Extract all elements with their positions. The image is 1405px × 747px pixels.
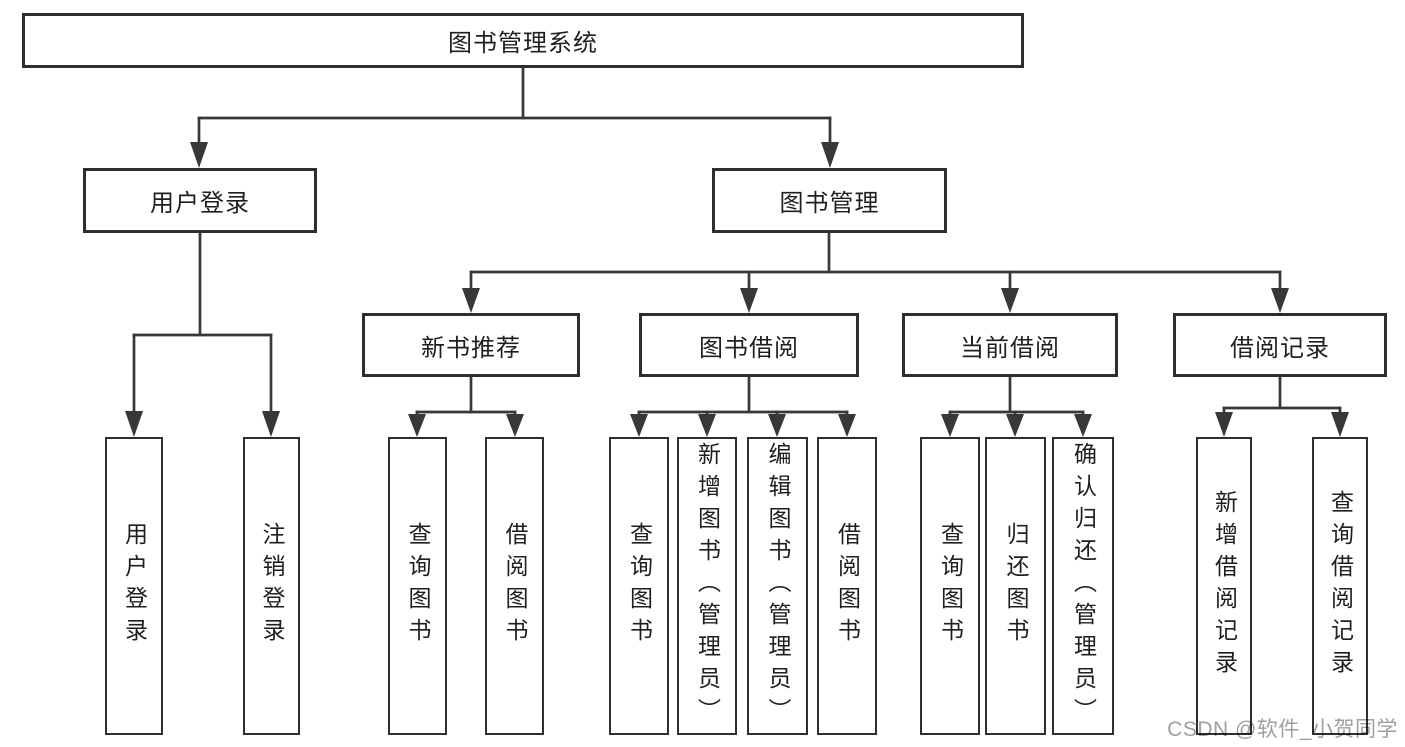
node-leaf-confirm-return-admin: 确认归还（管理员） — [1052, 437, 1114, 735]
arrowhead — [941, 414, 959, 437]
node-label: 新增借阅记录 — [1211, 490, 1238, 682]
node-leaf-logout: 注销登录 — [243, 437, 300, 735]
connector-new-book-rec-children — [408, 375, 524, 437]
arrowhead — [1271, 288, 1289, 313]
node-label: 图书管理 — [779, 190, 880, 217]
arrowhead — [821, 142, 839, 168]
connector-current-borrow-children — [941, 375, 1092, 437]
node-new-book-recommend: 新书推荐 — [362, 313, 580, 377]
node-label: 借阅图书 — [834, 522, 861, 650]
node-label: 确认归还（管理员） — [1070, 442, 1097, 730]
node-leaf-user-login: 用户登录 — [105, 437, 163, 735]
node-user-login: 用户登录 — [83, 168, 317, 233]
node-book-borrow: 图书借阅 — [639, 313, 859, 377]
connector-user-login-children — [125, 231, 280, 437]
node-label: 查询图书 — [937, 522, 964, 650]
node-leaf-borrow-books-recommend: 借阅图书 — [485, 437, 544, 735]
node-label: 新书推荐 — [421, 334, 521, 362]
node-label: 归还图书 — [1003, 522, 1029, 650]
node-label: 注销登录 — [259, 522, 285, 650]
connector-book-mgmt-children — [462, 231, 1289, 313]
arrowhead — [630, 414, 648, 437]
node-label: 查询图书 — [405, 522, 431, 650]
node-leaf-query-books-borrow: 查询图书 — [609, 437, 669, 735]
node-leaf-borrow-books: 借阅图书 — [817, 437, 877, 735]
connector-book-borrow-children — [630, 375, 856, 437]
node-label: 编辑图书（管理员） — [765, 442, 791, 730]
connector-root-to-level2 — [190, 66, 839, 168]
connector-borrow-record-children — [1215, 375, 1349, 437]
node-label: 查询借阅记录 — [1327, 490, 1354, 682]
node-label: 新增图书（管理员） — [694, 442, 721, 730]
node-leaf-query-books-current: 查询图书 — [920, 437, 980, 735]
arrowhead — [462, 288, 480, 313]
node-root-system: 图书管理系统 — [22, 13, 1024, 68]
node-leaf-add-borrow-record: 新增借阅记录 — [1196, 437, 1252, 735]
arrowhead — [740, 288, 758, 313]
node-leaf-return-books: 归还图书 — [985, 437, 1046, 735]
node-label: 查询图书 — [626, 522, 653, 650]
arrowhead — [190, 142, 208, 168]
node-leaf-edit-books-admin: 编辑图书（管理员） — [747, 437, 808, 735]
arrowhead — [125, 411, 143, 437]
node-leaf-query-books-recommend: 查询图书 — [388, 437, 447, 735]
node-label: 图书管理系统 — [448, 30, 598, 57]
arrowhead — [1074, 414, 1092, 437]
arrowhead — [506, 414, 524, 437]
arrowhead — [698, 414, 716, 437]
node-label: 借阅图书 — [502, 522, 528, 650]
arrowhead — [1215, 412, 1233, 437]
arrowhead — [1331, 412, 1349, 437]
node-label: 借阅记录 — [1230, 334, 1330, 362]
node-leaf-query-borrow-record: 查询借阅记录 — [1312, 437, 1368, 735]
arrowhead — [1001, 288, 1019, 313]
arrowhead — [1006, 414, 1024, 437]
arrowhead — [838, 414, 856, 437]
node-current-borrow: 当前借阅 — [902, 313, 1118, 377]
node-book-management: 图书管理 — [712, 168, 947, 233]
arrowhead — [408, 414, 426, 437]
node-borrow-record: 借阅记录 — [1173, 313, 1387, 377]
csdn-watermark: CSDN @软件_小贺同学 — [1167, 718, 1398, 741]
arrowhead — [262, 411, 280, 437]
node-leaf-add-books-admin: 新增图书（管理员） — [677, 437, 737, 735]
node-label: 图书借阅 — [699, 334, 799, 362]
node-label: 当前借阅 — [960, 334, 1060, 362]
node-label: 用户登录 — [121, 522, 148, 650]
arrowhead — [768, 414, 786, 437]
node-label: 用户登录 — [150, 190, 250, 217]
